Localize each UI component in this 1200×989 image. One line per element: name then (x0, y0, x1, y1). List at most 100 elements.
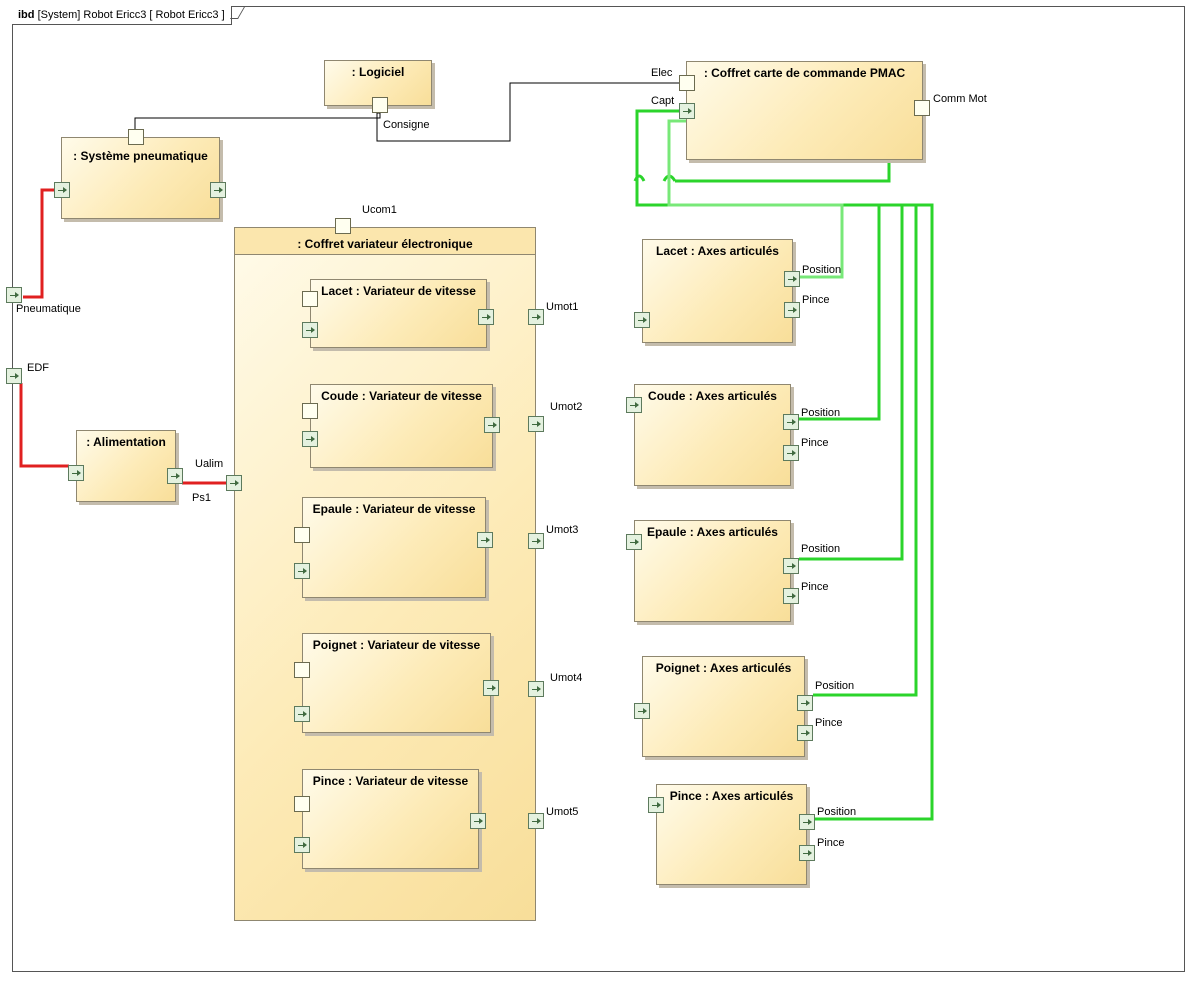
connector-pneumatique (23, 188, 55, 299)
connector-coude-position (799, 205, 881, 421)
connector-epaule-position (799, 205, 904, 561)
port-umot3[interactable] (528, 533, 544, 549)
connector-lacet-position (667, 119, 844, 279)
port-lacet-cmd[interactable] (302, 291, 318, 307)
block-axe-lacet[interactable]: Lacet : Axes articulés (642, 239, 793, 343)
port-umot1[interactable] (528, 309, 544, 325)
block-title: Epaule : Variateur de vitesse (312, 502, 476, 516)
port-lacet-power[interactable] (302, 322, 318, 338)
port-pince-out[interactable] (470, 813, 486, 829)
block-axe-epaule[interactable]: Epaule : Axes articulés (634, 520, 791, 622)
label-elec: Elec (651, 67, 673, 79)
label-comm-mot: Comm Mot (933, 93, 987, 105)
port-coude-power[interactable] (302, 431, 318, 447)
port-logiciel-out[interactable] (372, 97, 388, 113)
label-coude-position: Position (801, 407, 841, 419)
block-title: Coude : Axes articulés (648, 389, 777, 403)
block-variateur-pince[interactable]: Pince : Variateur de vitesse (302, 769, 479, 869)
port-ps1[interactable] (226, 475, 242, 491)
port-umot4[interactable] (528, 681, 544, 697)
block-variateur-epaule[interactable]: Epaule : Variateur de vitesse (302, 497, 486, 598)
port-epaule-power[interactable] (294, 563, 310, 579)
port-axe-coude-position[interactable] (783, 414, 799, 430)
port-pneumatique-external[interactable] (6, 287, 22, 303)
connector-logiciel-pneumatique (134, 105, 381, 130)
port-pneumatique-in[interactable] (54, 182, 70, 198)
block-title: : Coffret variateur électronique (297, 237, 473, 251)
label-epaule-pince: Pince (801, 581, 829, 593)
port-ucom1[interactable] (335, 218, 351, 234)
label-lacet-pince: Pince (802, 294, 830, 306)
port-lacet-out[interactable] (478, 309, 494, 325)
port-poignet-power[interactable] (294, 706, 310, 722)
port-axe-coude-in[interactable] (626, 397, 642, 413)
label-umot4: Umot4 (550, 672, 583, 684)
port-axe-coude-pince[interactable] (783, 445, 799, 461)
port-ualim[interactable] (167, 468, 183, 484)
port-axe-pince-position[interactable] (799, 814, 815, 830)
port-pince-power[interactable] (294, 837, 310, 853)
label-coude-pince: Pince (801, 437, 829, 449)
connector-logiciel-pmac (376, 82, 679, 142)
label-umot1: Umot1 (546, 301, 579, 313)
frame-title: [System] Robot Ericc3 [ Robot Ericc3 ] (37, 9, 225, 21)
port-pince-cmd[interactable] (294, 796, 310, 812)
block-variateur-poignet[interactable]: Poignet : Variateur de vitesse (302, 633, 491, 733)
port-axe-pince-pince[interactable] (799, 845, 815, 861)
connector-edf (19, 383, 69, 468)
block-pmac[interactable]: : Coffret carte de commande PMAC (686, 61, 923, 160)
port-axe-lacet-position[interactable] (784, 271, 800, 287)
block-title: Pince : Variateur de vitesse (312, 774, 469, 788)
port-epaule-out[interactable] (477, 532, 493, 548)
port-coude-cmd[interactable] (302, 403, 318, 419)
port-pneumatique-top[interactable] (128, 129, 144, 145)
label-poignet-pince: Pince (815, 717, 843, 729)
block-title: Coude : Variateur de vitesse (321, 389, 482, 403)
block-axe-poignet[interactable]: Poignet : Axes articulés (642, 656, 805, 757)
port-axe-pince-in[interactable] (648, 797, 664, 813)
connector-poignet-position (813, 205, 918, 697)
block-pneumatique[interactable]: : Système pneumatique (61, 137, 220, 219)
label-ualim: Ualim (195, 458, 224, 470)
label-capt: Capt (651, 95, 675, 107)
port-edf[interactable] (6, 368, 22, 384)
port-poignet-out[interactable] (483, 680, 499, 696)
port-poignet-cmd[interactable] (294, 662, 310, 678)
block-title: : Logiciel (351, 65, 405, 79)
label-pince-position: Position (817, 806, 857, 818)
block-title: Lacet : Axes articulés (656, 244, 779, 258)
label-pince-pince: Pince (817, 837, 845, 849)
port-alimentation-in[interactable] (68, 465, 84, 481)
block-variateur-lacet[interactable]: Lacet : Variateur de vitesse (310, 279, 487, 348)
port-axe-lacet-in[interactable] (634, 312, 650, 328)
port-capt[interactable] (679, 103, 695, 119)
port-axe-epaule-pince[interactable] (783, 588, 799, 604)
block-title: Lacet : Variateur de vitesse (321, 284, 476, 298)
port-axe-poignet-in[interactable] (634, 703, 650, 719)
label-epaule-position: Position (801, 543, 841, 555)
port-umot5[interactable] (528, 813, 544, 829)
port-axe-epaule-in[interactable] (626, 534, 642, 550)
label-edf: EDF (27, 362, 49, 374)
container-header (235, 228, 535, 255)
block-variateur-coude[interactable]: Coude : Variateur de vitesse (310, 384, 493, 468)
port-axe-epaule-position[interactable] (783, 558, 799, 574)
label-pneumatique: Pneumatique (16, 303, 81, 315)
block-axe-pince[interactable]: Pince : Axes articulés (656, 784, 807, 885)
block-alimentation[interactable]: : Alimentation (76, 430, 176, 502)
block-axe-coude[interactable]: Coude : Axes articulés (634, 384, 791, 486)
port-epaule-cmd[interactable] (294, 527, 310, 543)
port-axe-lacet-pince[interactable] (784, 302, 800, 318)
frame-title-tab: ibd [System] Robot Ericc3 [ Robot Ericc3… (12, 6, 232, 25)
port-axe-poignet-position[interactable] (797, 695, 813, 711)
label-umot5: Umot5 (546, 806, 579, 818)
port-comm-mot[interactable] (914, 100, 930, 116)
port-elec[interactable] (679, 75, 695, 91)
port-umot2[interactable] (528, 416, 544, 432)
port-coude-out[interactable] (484, 417, 500, 433)
block-title: Poignet : Axes articulés (655, 661, 792, 675)
port-axe-poignet-pince[interactable] (797, 725, 813, 741)
block-title: : Alimentation (86, 435, 166, 449)
port-pneumatique-out[interactable] (210, 182, 226, 198)
block-title: Pince : Axes articulés (669, 789, 794, 803)
